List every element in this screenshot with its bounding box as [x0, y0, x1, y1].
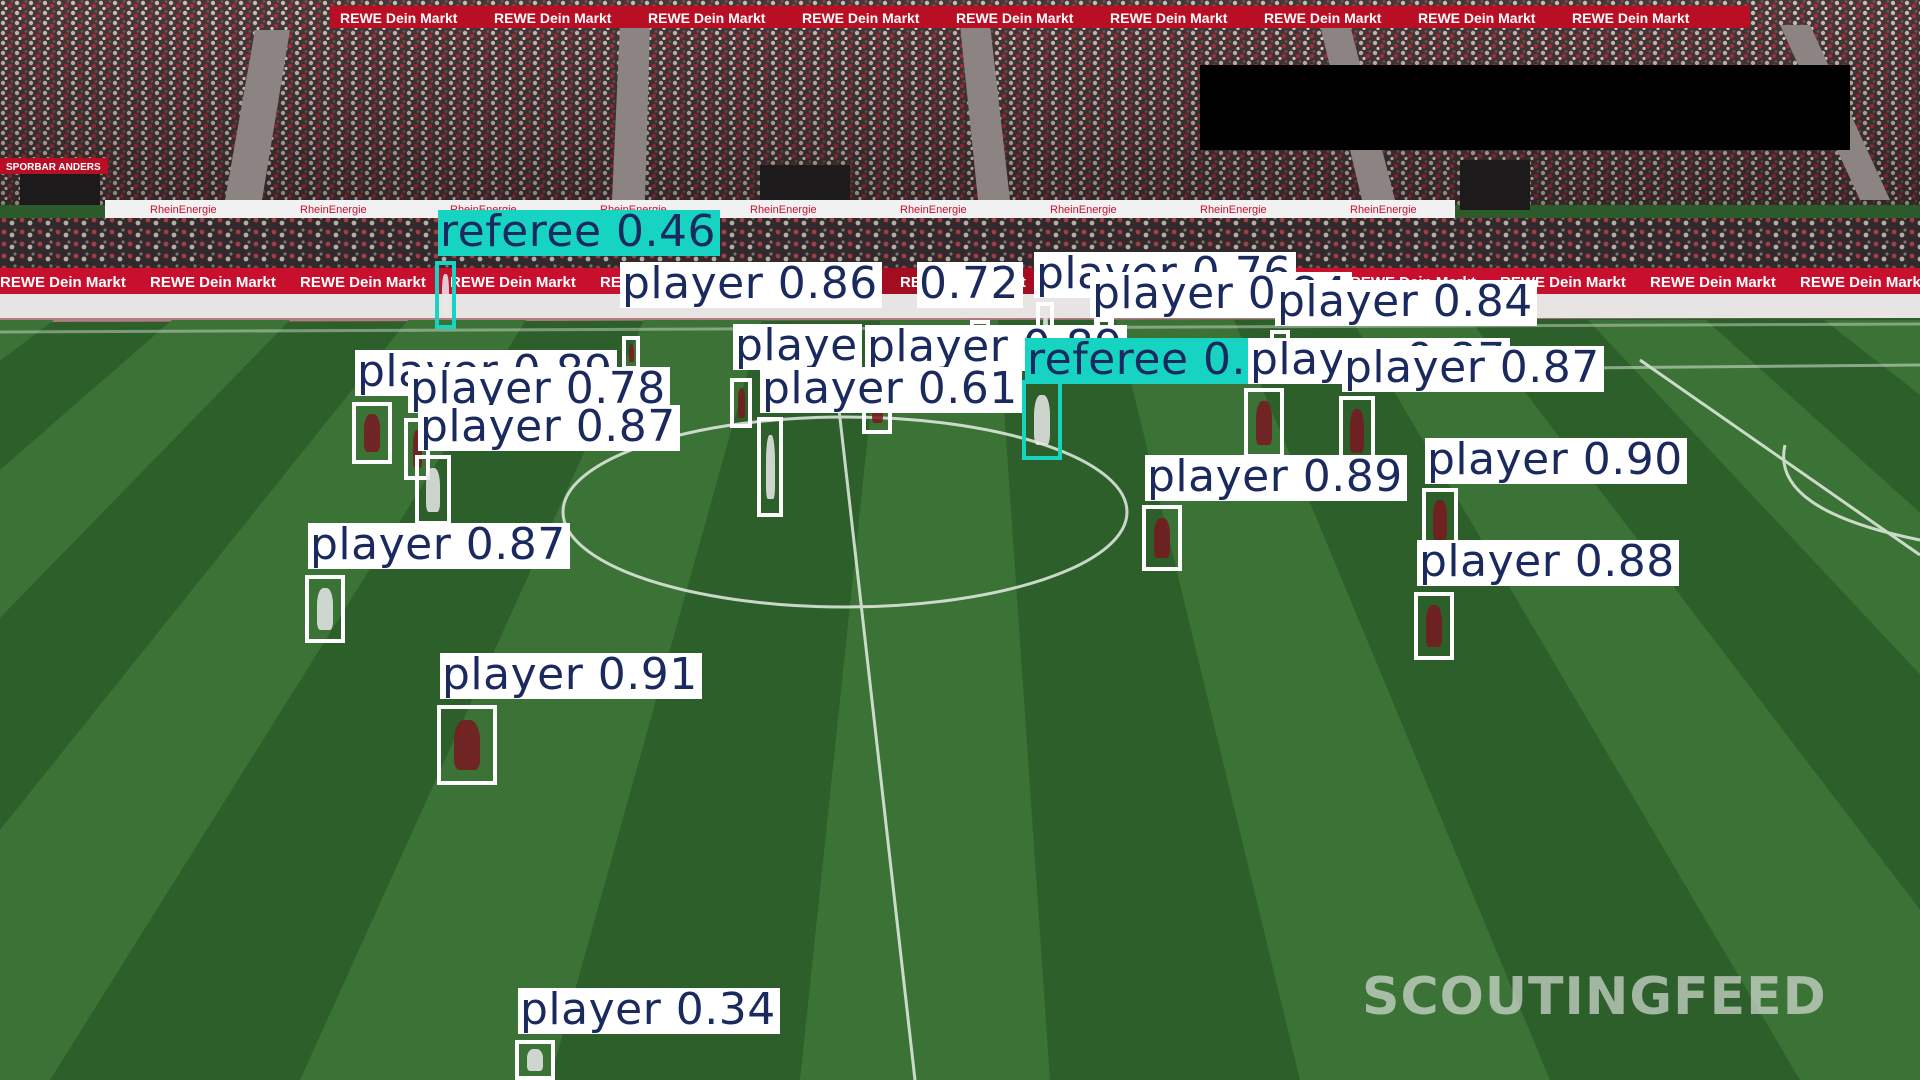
banner-text: REWE Dein Markt — [648, 10, 766, 26]
figure-silhouette — [1433, 500, 1447, 540]
player-bounding-box — [757, 417, 783, 517]
pitch-stripe — [0, 320, 526, 1080]
figure-silhouette — [737, 388, 745, 418]
banner-text: REWE Dein Markt — [1110, 10, 1228, 26]
banner-text: REWE Dein Markt — [340, 10, 458, 26]
player-confidence-label: player 0.91 — [440, 653, 702, 699]
figure-silhouette — [1426, 605, 1442, 647]
figure-silhouette — [527, 1048, 543, 1072]
pitch-stripe — [300, 320, 762, 1080]
player-confidence-label: player 0.87 — [308, 523, 570, 569]
banner-text: REWE Dein Markt — [1800, 274, 1920, 291]
banner-text: REWE Dein Markt — [1650, 274, 1776, 291]
referee-bounding-box — [1022, 380, 1062, 460]
player-bounding-box — [1244, 388, 1284, 458]
player-bounding-box — [1414, 592, 1454, 660]
pitch-stripe — [800, 320, 1050, 1080]
pitch-stripe — [0, 320, 54, 361]
figure-silhouette — [1154, 517, 1170, 559]
player-confidence-label: player 0.87 — [418, 405, 680, 451]
banner-text: REWE Dein Markt — [1572, 10, 1690, 26]
player-confidence-label: playe — [733, 324, 862, 370]
player-confidence-label: 0.72 — [917, 262, 1023, 308]
figure-silhouette — [765, 434, 775, 500]
banner-text: RheinEnergie — [1200, 204, 1267, 216]
figure-silhouette — [1034, 394, 1050, 446]
top-banner — [330, 6, 1750, 28]
banner-text: RheinEnergie — [300, 204, 367, 216]
banner-text: RheinEnergie — [750, 204, 817, 216]
player-confidence-label: player 0.61 — [760, 367, 1022, 413]
figure-silhouette — [442, 274, 449, 316]
player-confidence-label: p — [1090, 272, 1125, 318]
figure-silhouette — [426, 468, 440, 512]
figure-silhouette — [454, 719, 480, 771]
player-confidence-label: player 0.88 — [1417, 540, 1679, 586]
player-confidence-label: player 0.90 — [1425, 438, 1687, 484]
banner-text: REWE Dein Markt — [802, 10, 920, 26]
banner-text: REWE Dein Markt — [300, 274, 426, 291]
referee-confidence-label: referee 0.46 — [438, 210, 720, 256]
svg-text:SPORBAR ANDERS: SPORBAR ANDERS — [6, 162, 101, 173]
pitch-stripe — [1116, 320, 1550, 1080]
figure-silhouette — [628, 343, 634, 363]
banner-text: RheinEnergie — [900, 204, 967, 216]
player-bounding-box — [305, 575, 345, 643]
banner-text: REWE Dein Markt — [0, 274, 126, 291]
player-confidence-label: player 0.86 — [620, 262, 882, 308]
player-confidence-label: player 0.87 — [1342, 346, 1604, 392]
banner-text: RheinEnergie — [150, 204, 217, 216]
player-bounding-box — [352, 402, 392, 464]
player-confidence-label: player 0.84 — [1275, 280, 1537, 326]
pitch-stripe — [1824, 320, 1920, 395]
watermark: SCOUTINGFEED — [1362, 967, 1827, 1027]
banner-text: REWE Dein Markt — [494, 10, 612, 26]
player-bounding-box — [730, 378, 752, 428]
player-confidence-label: player 0.34 — [518, 988, 780, 1034]
pitch-stripe — [0, 320, 290, 618]
banner-text: RheinEnergie — [1350, 204, 1417, 216]
pitch-stripe — [1352, 320, 1920, 1080]
banner-text: REWE Dein Markt — [1418, 10, 1536, 26]
redacted-overlay — [1200, 65, 1850, 150]
figure-silhouette — [1256, 401, 1272, 445]
pitch — [0, 318, 1920, 1080]
banner-text: RheinEnergie — [1050, 204, 1117, 216]
player-confidence-label: player 0.89 — [1145, 455, 1407, 501]
referee-bounding-box — [435, 261, 456, 329]
banner-text: REWE Dein Markt — [150, 274, 276, 291]
pitch-stripe — [1588, 320, 1920, 675]
figure-silhouette — [412, 430, 422, 468]
figure-silhouette — [364, 414, 380, 452]
figure-silhouette — [1350, 409, 1364, 453]
banner-text: REWE Dein Markt — [450, 274, 576, 291]
player-bounding-box — [515, 1040, 555, 1080]
banner-text: REWE Dein Markt — [1264, 10, 1382, 26]
player-bounding-box — [437, 705, 497, 785]
banner-text: REWE Dein Markt — [956, 10, 1074, 26]
player-bounding-box — [415, 455, 451, 525]
figure-silhouette — [317, 588, 333, 630]
player-bounding-box — [1142, 505, 1182, 571]
